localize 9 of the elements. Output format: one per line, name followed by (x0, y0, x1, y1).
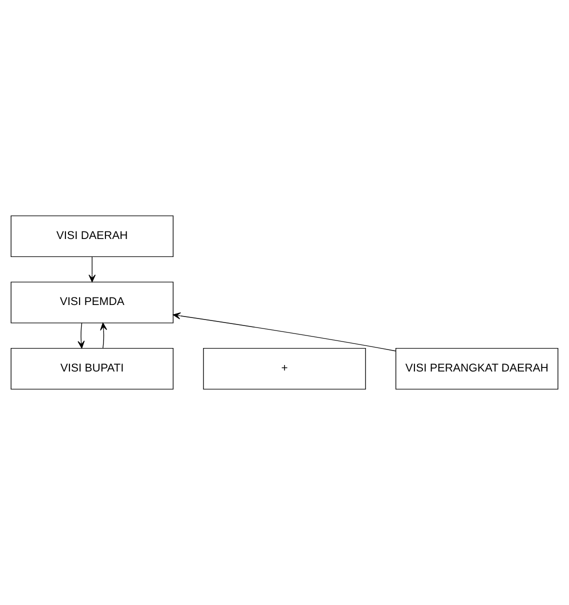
arrow (88, 256, 96, 282)
arrow (78, 322, 85, 348)
node-box: VISI PERANGKAT DAERAH (396, 348, 558, 390)
node-box: VISI PEMDA (10, 282, 174, 324)
node-box: VISI BUPATI (10, 348, 174, 390)
node-box: + (203, 348, 366, 390)
arrow (172, 312, 396, 352)
node-box: VISI DAERAH (10, 215, 174, 258)
arrow (100, 322, 108, 348)
